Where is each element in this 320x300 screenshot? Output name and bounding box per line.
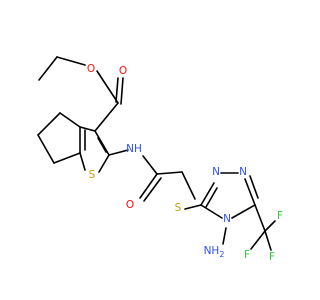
atom-amino-main: NH: [204, 245, 220, 257]
atom-sulfur-thiophene: S: [89, 169, 96, 181]
bond-c3-c2-double-a: [94, 130, 110, 156]
atom-fluorine-bottom: F: [269, 251, 275, 263]
bond-c3a-c3: [79, 126, 96, 132]
bond-c3-n2-double-a: [200, 182, 215, 206]
bond-n4-c3: [200, 204, 223, 219]
atom-nitrogen-triazole-2: N: [212, 166, 220, 178]
bond-n1-c5-double-b: [249, 175, 259, 199]
bond-ester-c-o-double-a: [115, 77, 119, 103]
bond-amide-c-o-double-a: [139, 173, 158, 199]
bond-c3-c2-double-b: [97, 137, 107, 153]
bond-carbonyl-c3: [94, 102, 119, 132]
atom-oxygen-ester: O: [119, 65, 127, 77]
atom-nitrogen-triazole-4: N: [223, 213, 231, 225]
atom-sulfur-linker: S: [175, 202, 182, 214]
bond-cf3-f-left: [250, 230, 266, 250]
bond-amide-c-o-double-b: [143, 177, 162, 202]
bond-c5-n4: [231, 204, 256, 219]
bond-c2-s: [98, 154, 110, 173]
atom-oxygen-ether: O: [87, 63, 95, 75]
bond-s-triazole-c: [184, 204, 202, 210]
bond-n1-c5-double-a: [244, 178, 256, 206]
atom-fluorine-left: F: [244, 249, 250, 261]
bond-nh-amide-c: [142, 155, 158, 175]
bond-cf3-f-top: [264, 220, 276, 232]
bond-c5-c6: [37, 134, 55, 164]
bond-ester-c-o-double-b: [120, 77, 124, 105]
bond-c5-cf3: [254, 204, 266, 232]
bond-ch2-s: [181, 171, 196, 200]
bond-c4-c5: [37, 112, 61, 136]
bond-c3a-c4: [59, 112, 81, 128]
atom-oxygen-amide: O: [126, 199, 134, 211]
bond-amide-c-ch2: [156, 171, 183, 175]
atom-nh: NH: [126, 143, 142, 155]
bond-c3-n2-double-b: [205, 187, 218, 208]
bond-ch2-o: [56, 56, 86, 66]
atom-fluorine-top: F: [277, 210, 283, 222]
molecule-structure: O O NH S O S N N N NH2 F F F: [37, 56, 283, 263]
bond-s-c6a: [79, 152, 86, 171]
bond-cf3-f-bottom: [264, 230, 272, 251]
bond-ch3-ch2: [38, 56, 58, 81]
atom-labels: O O NH S O S N N N NH2 F F F: [87, 63, 283, 263]
atom-nitrogen-triazole-1: N: [239, 166, 247, 178]
atom-amino: NH2: [204, 245, 225, 259]
bond-n4-nh2: [222, 227, 227, 245]
bond-c2-nh: [108, 149, 129, 156]
bond-c6-c6a: [53, 152, 81, 164]
bond-o-carbonyl-c: [96, 70, 119, 104]
atom-amino-subscript: 2: [219, 250, 224, 259]
bonds: [37, 56, 276, 251]
